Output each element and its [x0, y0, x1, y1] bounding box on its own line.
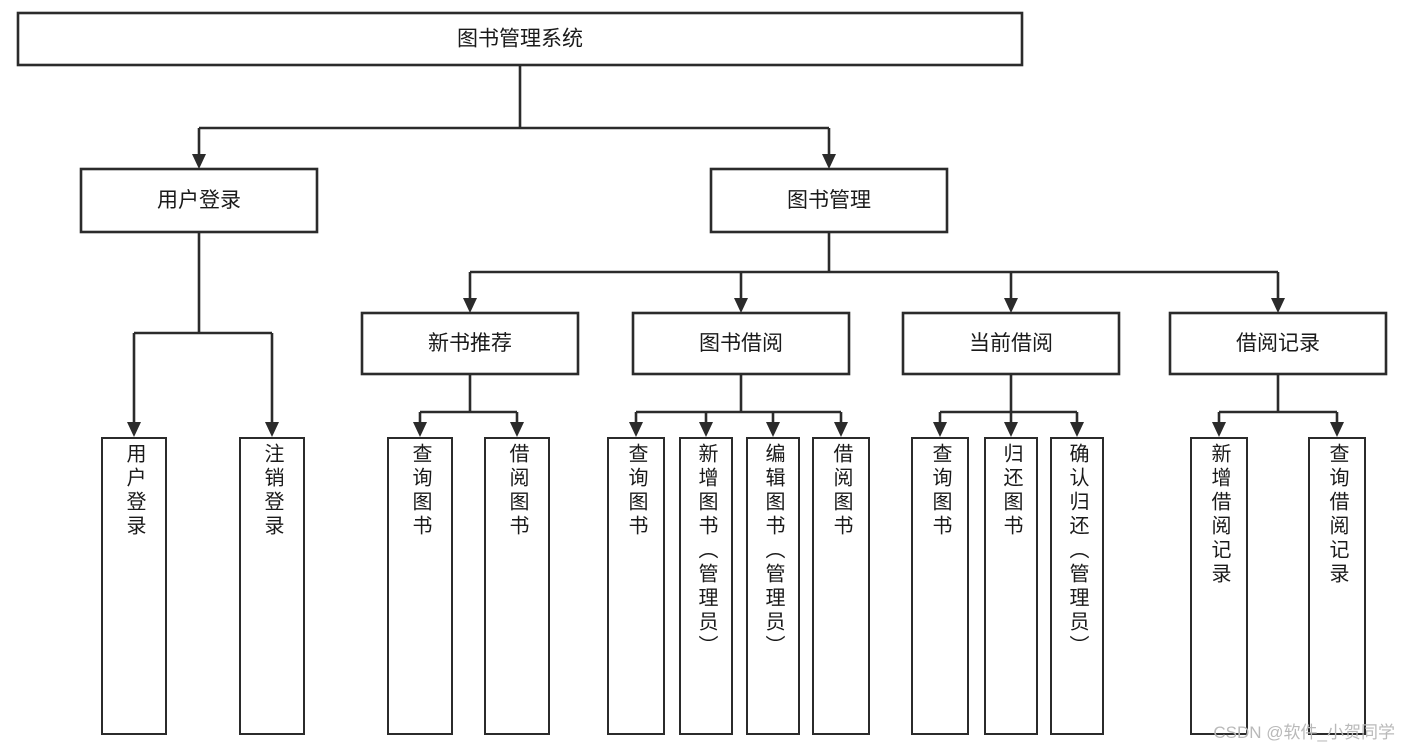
leaf-node-7-label: 借阅图书: [830, 443, 852, 539]
leaf-node-11-label: 新增借阅记录: [1208, 443, 1230, 587]
leaf-node-7[interactable]: 借阅图书: [812, 437, 870, 735]
leaf-node-5[interactable]: 新增图书（管理员）: [679, 437, 733, 735]
level2-node-1-rect[interactable]: [709, 167, 949, 234]
level3-node-2-label: 当前借阅: [969, 332, 1053, 355]
connector-book-to-level3-0-arrowhead: [463, 298, 477, 313]
level2-node-1[interactable]: 图书管理: [709, 167, 949, 234]
root-node-book-management-system[interactable]: 图书管理系统: [16, 11, 1024, 67]
leaf-node-11[interactable]: 新增借阅记录: [1190, 437, 1248, 735]
level3-node-3-label: 借阅记录: [1236, 332, 1320, 355]
connector-4-to-leaf-0-arrowhead: [1212, 422, 1226, 437]
leaf-node-10-label: 确认归还（管理员）: [1066, 443, 1088, 659]
level3-node-2-rect[interactable]: [901, 311, 1121, 376]
connector-root-to-level2-1-arrowhead: [822, 154, 836, 169]
connector-lines: [127, 65, 1344, 437]
root-node-book-management-system-rect[interactable]: [16, 11, 1024, 67]
level2-node-0[interactable]: 用户登录: [79, 167, 319, 234]
leaf-node-0-label: 用户登录: [123, 443, 145, 539]
level3-node-0-label: 新书推荐: [428, 332, 512, 355]
root-node-book-management-system-label: 图书管理系统: [457, 28, 583, 51]
leaf-node-8-label: 查询图书: [929, 443, 951, 539]
leaf-node-3-label: 借阅图书: [506, 443, 528, 539]
leaf-node-1[interactable]: 注销登录: [239, 437, 305, 735]
connector-2-to-leaf-0-arrowhead: [629, 422, 643, 437]
connector-1-to-leaf-0-arrowhead: [413, 422, 427, 437]
leaf-node-9-label: 归还图书: [1000, 443, 1022, 539]
leaf-node-9[interactable]: 归还图书: [984, 437, 1038, 735]
connector-3-to-leaf-0-arrowhead: [933, 422, 947, 437]
leaf-node-2[interactable]: 查询图书: [387, 437, 453, 735]
connector-2-to-leaf-3-arrowhead: [834, 422, 848, 437]
leaf-node-6-label: 编辑图书（管理员）: [762, 443, 784, 659]
level3-node-3[interactable]: 借阅记录: [1168, 311, 1388, 376]
level2-node-0-rect[interactable]: [79, 167, 319, 234]
leaf-node-0[interactable]: 用户登录: [101, 437, 167, 735]
leaf-node-12[interactable]: 查询借阅记录: [1308, 437, 1366, 735]
level3-node-1-label: 图书借阅: [699, 332, 783, 355]
leaf-node-12-label: 查询借阅记录: [1326, 443, 1348, 587]
level3-node-1-rect[interactable]: [631, 311, 851, 376]
leaf-node-10[interactable]: 确认归还（管理员）: [1050, 437, 1104, 735]
leaf-node-4[interactable]: 查询图书: [607, 437, 665, 735]
connector-root-to-level2-0-arrowhead: [192, 154, 206, 169]
level3-node-2[interactable]: 当前借阅: [901, 311, 1121, 376]
connector-0-to-leaf-0-arrowhead: [127, 422, 141, 437]
connector-0-to-leaf-1-arrowhead: [265, 422, 279, 437]
connector-2-to-leaf-2-arrowhead: [766, 422, 780, 437]
leaf-node-2-label: 查询图书: [409, 443, 431, 539]
leaf-node-8[interactable]: 查询图书: [911, 437, 969, 735]
connector-3-to-leaf-1-arrowhead: [1004, 422, 1018, 437]
level3-node-1[interactable]: 图书借阅: [631, 311, 851, 376]
level3-node-0[interactable]: 新书推荐: [360, 311, 580, 376]
level2-node-0-label: 用户登录: [157, 189, 241, 212]
connector-1-to-leaf-1-arrowhead: [510, 422, 524, 437]
connector-3-to-leaf-2-arrowhead: [1070, 422, 1084, 437]
connector-book-to-level3-2-arrowhead: [1004, 298, 1018, 313]
leaf-node-5-label: 新增图书（管理员）: [695, 443, 717, 659]
level3-node-0-rect[interactable]: [360, 311, 580, 376]
level2-node-1-label: 图书管理: [787, 189, 871, 212]
level3-node-3-rect[interactable]: [1168, 311, 1388, 376]
connector-book-to-level3-3-arrowhead: [1271, 298, 1285, 313]
leaf-node-6[interactable]: 编辑图书（管理员）: [746, 437, 800, 735]
leaf-node-4-label: 查询图书: [625, 443, 647, 539]
connector-book-to-level3-1-arrowhead: [734, 298, 748, 313]
connector-2-to-leaf-1-arrowhead: [699, 422, 713, 437]
leaf-node-3[interactable]: 借阅图书: [484, 437, 550, 735]
connector-4-to-leaf-1-arrowhead: [1330, 422, 1344, 437]
leaf-node-1-label: 注销登录: [261, 443, 283, 539]
